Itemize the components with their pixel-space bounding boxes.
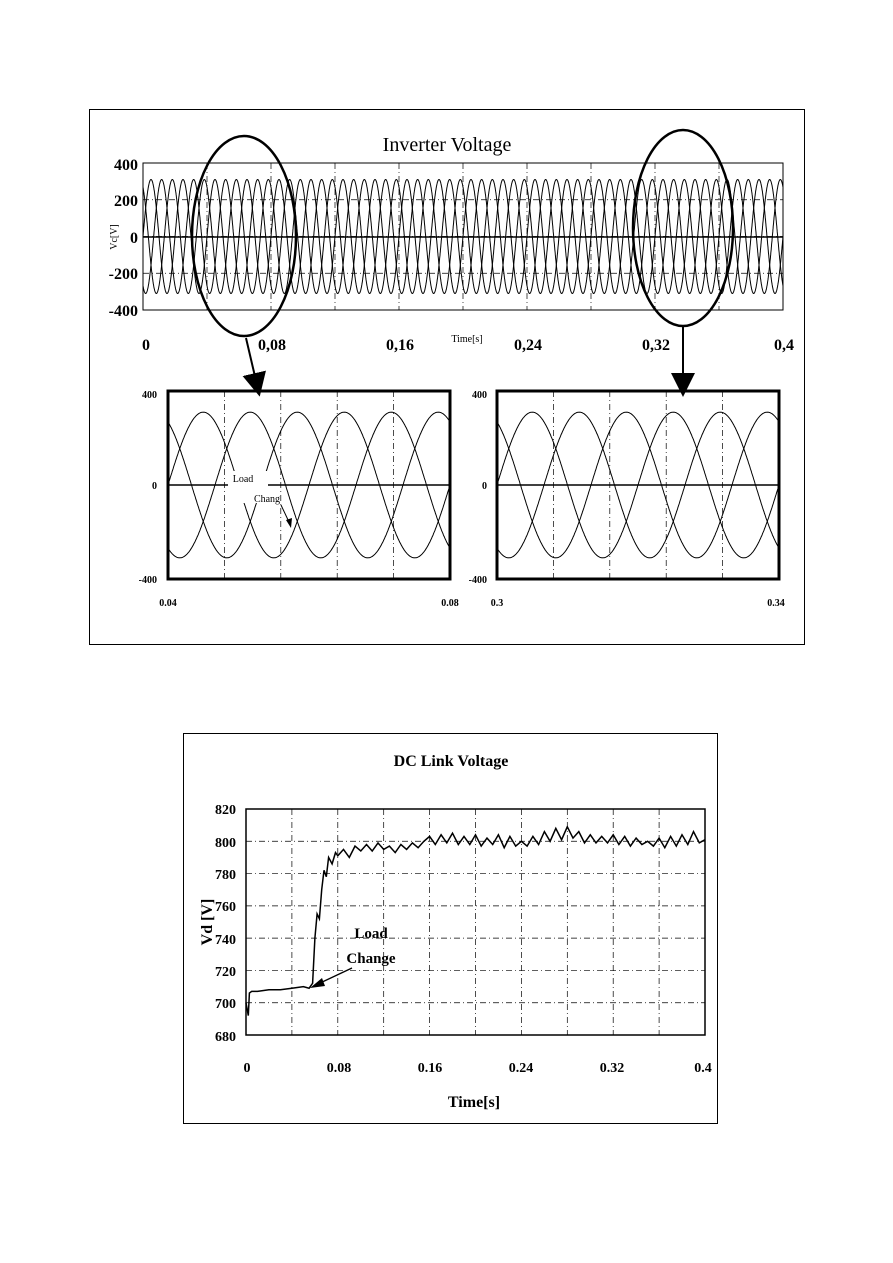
main-ytick: 200 [114, 193, 138, 210]
main-ytick: 400 [114, 157, 138, 174]
load-change-pointer-head [286, 518, 292, 528]
inverter-voltage-figure [89, 109, 805, 645]
inverter-chart-title: Inverter Voltage [383, 134, 512, 156]
main-xtick: 0,32 [642, 337, 670, 354]
phase-waveform-1 [496, 411, 780, 559]
main-plot-area [142, 162, 784, 311]
zoom-arrow-left [242, 337, 266, 397]
zoom-left-ytick: 400 [142, 390, 157, 401]
zoom-ellipse-left [190, 134, 298, 338]
main-waveforms [142, 178, 784, 295]
zoom-left-chart: Load Chang 400 0 -400 0.04 0.08 [139, 389, 459, 609]
main-xtick: 0,4 [774, 337, 794, 354]
phase-waveform-2 [142, 179, 784, 294]
main-ytick: -200 [109, 266, 138, 283]
main-y-axis-label: Vc[V] [109, 224, 120, 250]
main-x-ticks: 0 0,08 0,16 0,24 0,32 0,4 [142, 337, 794, 354]
zoom-right-xtick: 0.3 [491, 598, 504, 609]
load-change-label-bg [228, 471, 268, 503]
zoom-left-ytick: 0 [152, 481, 157, 492]
main-y-ticks: 400 200 0 -200 -400 [109, 157, 138, 320]
main-ytick: -400 [109, 303, 138, 320]
zoom-left-annotation-line1: Load [233, 474, 254, 485]
phase-waveform-2 [167, 411, 451, 559]
inverter-voltage-svg: Inverter Voltage 400 200 0 -200 -400 Vc[… [109, 128, 794, 609]
zoom-left-ytick: -400 [139, 575, 157, 586]
zoom-left-xtick: 0.08 [441, 598, 459, 609]
dc-link-voltage-figure [183, 733, 718, 1124]
phase-waveform-3 [496, 411, 780, 559]
zoom-left-annotation-line2: Chang [254, 494, 280, 505]
zoom-right-ytick: 400 [472, 390, 487, 401]
zoom-right-chart: 400 0 -400 0.3 0.34 [469, 389, 785, 609]
phase-waveform-3 [142, 179, 784, 294]
main-ytick: 0 [130, 230, 138, 247]
main-xtick: 0,16 [386, 337, 414, 354]
main-xtick: 0 [142, 337, 150, 354]
phase-waveform-3 [167, 411, 451, 559]
zoom-right-xtick: 0.34 [767, 598, 785, 609]
main-x-axis-label: Time[s] [451, 334, 482, 345]
zoom-right-waveforms [496, 411, 780, 559]
zoom-right-ytick: -400 [469, 575, 487, 586]
zoom-left-xtick: 0.04 [159, 598, 177, 609]
main-xtick: 0,24 [514, 337, 542, 354]
load-change-pointer [280, 504, 290, 523]
phase-waveform-1 [167, 411, 451, 559]
zoom-right-ytick: 0 [482, 481, 487, 492]
phase-waveform-2 [496, 411, 780, 559]
main-xtick: 0,08 [258, 337, 286, 354]
zoom-left-waveforms [167, 411, 451, 559]
phase-waveform-1 [142, 178, 784, 295]
zoom-ellipse-right [631, 128, 735, 328]
